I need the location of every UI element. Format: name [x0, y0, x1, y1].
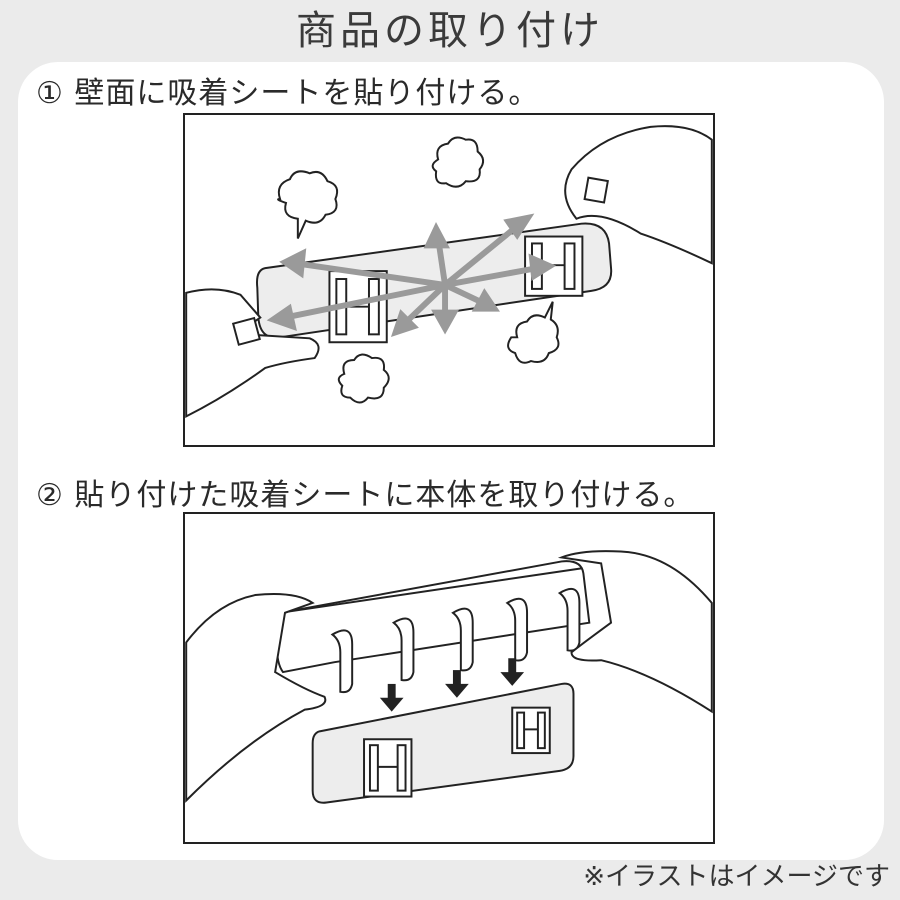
arrow-icon	[379, 658, 525, 712]
hand-icon	[185, 550, 713, 803]
hand-icon	[185, 125, 713, 418]
step-1-illustration-graphic	[185, 125, 713, 418]
step-2-illustration-graphic	[185, 550, 713, 804]
air-arrow-icons	[266, 213, 557, 338]
hook-icon	[330, 587, 581, 694]
adhesive-pad-left	[363, 738, 413, 798]
adhesive-pad-right	[511, 706, 551, 755]
hook-rail	[275, 560, 591, 674]
step-2-title: ② 貼り付けた吸着シートに本体を取り付ける。	[36, 478, 695, 513]
step-1-illustration	[183, 113, 715, 447]
step-2-illustration	[183, 512, 715, 844]
disclaimer-note: ※イラストはイメージです	[583, 862, 890, 892]
bubble-icon	[277, 136, 560, 404]
page-title: 商品の取り付け	[296, 8, 604, 54]
step-1-title: ① 壁面に吸着シートを貼り付ける。	[36, 76, 540, 111]
